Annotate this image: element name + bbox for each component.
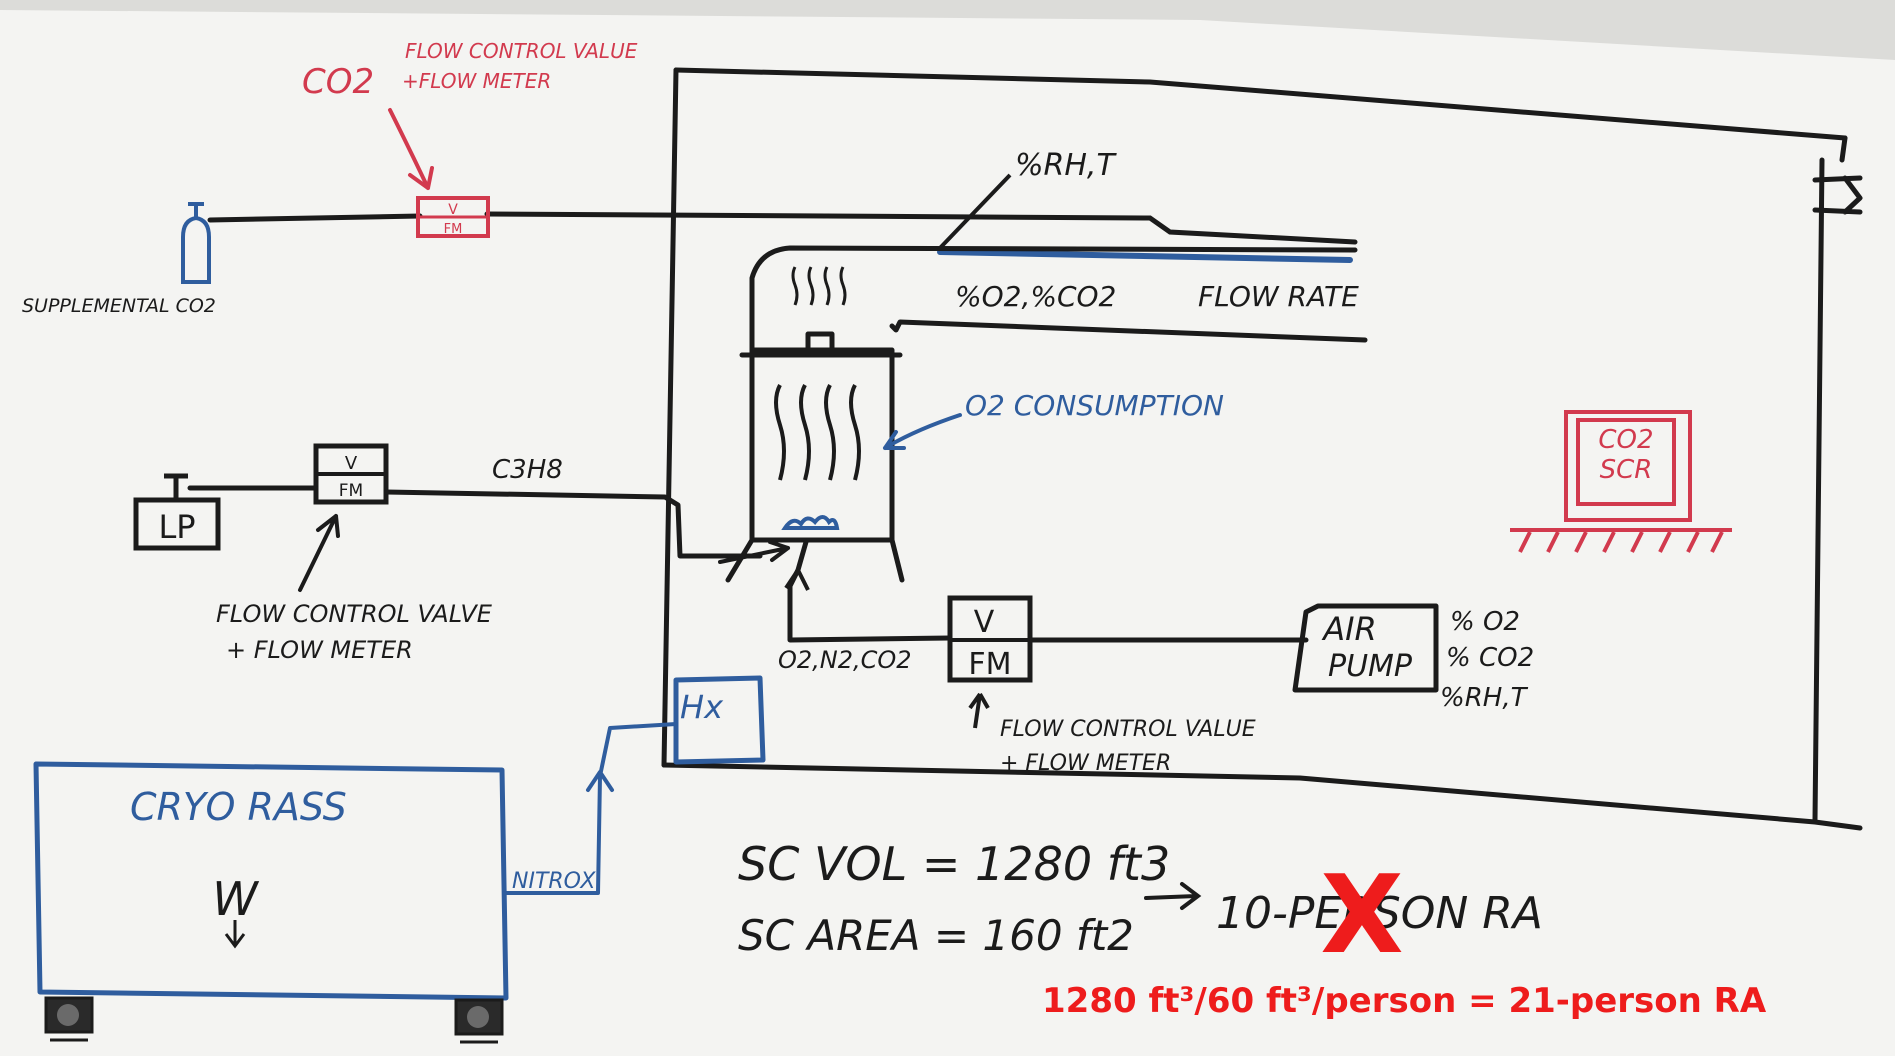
propane-label: C3H8 (492, 455, 563, 485)
co2-note-main-label: CO2 (302, 62, 374, 102)
flow-meter-right-v: V (974, 605, 995, 640)
flow-valve-right-label-1: FLOW CONTROL VALUE (1000, 717, 1256, 742)
co2-note-sub-label: +FLOW METER (402, 69, 551, 93)
co2-scrubber-label-2: SCR (1600, 455, 1653, 485)
o2-n2-co2-label: O2,N2,CO2 (778, 646, 912, 674)
heat-exchanger-label: Hx (680, 688, 724, 726)
cryo-weight-label: W (212, 872, 259, 926)
sc-volume-label: SC VOL = 1280 ft3 (738, 837, 1170, 891)
flow-meter-top-v: V (448, 202, 458, 218)
pump-o2-label: % O2 (1450, 607, 1520, 637)
flow-valve-left-label-2: + FLOW METER (226, 636, 413, 664)
cryo-rass-label: CRYO RASS (130, 785, 347, 829)
flow-meter-top-fm: FM (444, 222, 463, 237)
flow-meter-right-fm: FM (968, 647, 1011, 682)
o2-consumption-label: O2 CONSUMPTION (965, 389, 1224, 422)
flow-rate-label: FLOW RATE (1198, 280, 1359, 313)
flow-valve-right-label-2: + FLOW METER (1000, 751, 1171, 776)
flow-meter-left-fm: FM (339, 481, 363, 501)
air-pump-label-1: AIR (1321, 610, 1377, 648)
lp-tank-label: LP (158, 508, 195, 546)
rh-t-top-label: %RH,T (1015, 148, 1117, 183)
correction-annotation: 1280 ft³/60 ft³/person = 21-person RA (1042, 981, 1767, 1021)
air-pump-label-2: PUMP (1328, 649, 1413, 684)
pump-rh-t-label: %RH,T (1440, 683, 1529, 713)
pump-co2-label: % CO2 (1446, 643, 1534, 673)
sc-area-label: SC AREA = 160 ft2 (738, 911, 1134, 960)
supplemental-co2-label: SUPPLEMENTAL CO2 (22, 295, 216, 317)
co2-note-top-label: FLOW CONTROL VALUE (405, 39, 638, 63)
nitrox-label: NITROX (512, 869, 596, 894)
o2-co2-top-label: %O2,%CO2 (955, 280, 1116, 313)
red-x-mark: X (1320, 853, 1403, 978)
flow-valve-left-label-1: FLOW CONTROL VALVE (216, 600, 493, 628)
co2-scrubber-label-1: CO2 (1598, 425, 1653, 455)
flow-meter-left-v: V (345, 453, 358, 474)
